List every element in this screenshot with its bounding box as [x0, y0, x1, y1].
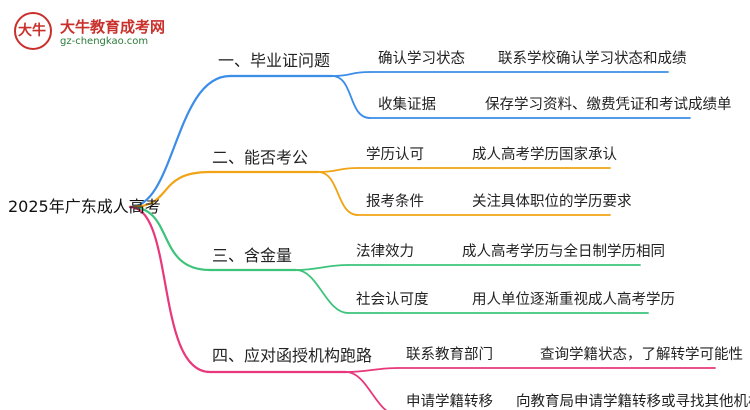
branch-connector-4 [128, 205, 212, 374]
logo-name: 大牛教育成考网 [60, 18, 166, 36]
leaf-desc-1-1: 联系学校确认学习状态和成绩 [498, 51, 687, 67]
root-node-label: 2025年广东成人高考 [8, 197, 161, 216]
leaf-label-4-2: 申请学籍转移 [406, 394, 493, 410]
leaf-desc-4-2: 向教育局申请学籍转移或寻找其他机构 [516, 394, 750, 410]
leaf-label-4-1: 联系教育部门 [406, 347, 493, 363]
leaf-label-2-2: 报考条件 [366, 194, 424, 210]
logo-mark: 大牛 [18, 23, 46, 39]
logo-emblem-icon [14, 12, 52, 50]
leaf-connector-1-1 [331, 71, 371, 77]
branch-connector-3 [128, 205, 212, 272]
leaf-desc-3-1: 成人高考学历与全日制学历相同 [462, 244, 665, 260]
leaf-connector-2-2 [317, 171, 359, 216]
branch-label-2: 二、能否考公 [212, 148, 309, 167]
leaf-desc-1-2: 保存学习资料、缴费凭证和考试成绩单 [485, 97, 732, 113]
branch-connector-2 [128, 170, 212, 209]
branch-label-3: 三、含金量 [212, 246, 293, 265]
leaf-label-3-1: 法律效力 [356, 244, 414, 260]
leaf-connector-4-1 [345, 367, 399, 373]
leaf-desc-4-1: 查询学籍状态，了解转学可能性 [540, 347, 743, 363]
logo-url: gz-chengkao.com [60, 36, 149, 47]
leaf-desc-2-1: 成人高考学历国家承认 [472, 147, 617, 163]
leaf-connector-4-2 [345, 371, 388, 410]
branch-label-4: 四、应对函授机构跑路 [212, 346, 373, 365]
leaf-connector-2-1 [317, 167, 359, 173]
branch-connector-1 [128, 74, 232, 209]
leaf-connector-3-2 [295, 269, 349, 314]
leaf-desc-3-2: 用人单位逐渐重视成人高考学历 [472, 292, 675, 308]
leaf-label-1-2: 收集证据 [378, 97, 436, 113]
leaf-label-3-2: 社会认可度 [356, 292, 429, 308]
leaf-connector-3-1 [295, 264, 349, 271]
leaf-label-1-1: 确认学习状态 [378, 51, 465, 67]
leaf-connector-1-2 [331, 75, 371, 119]
site-logo: 大牛 大牛教育成考网 gz-chengkao.com [6, 6, 166, 56]
branch-label-1: 一、毕业证问题 [218, 51, 331, 70]
leaf-desc-2-2: 关注具体职位的学历要求 [472, 194, 632, 210]
leaf-label-2-1: 学历认可 [366, 147, 424, 163]
